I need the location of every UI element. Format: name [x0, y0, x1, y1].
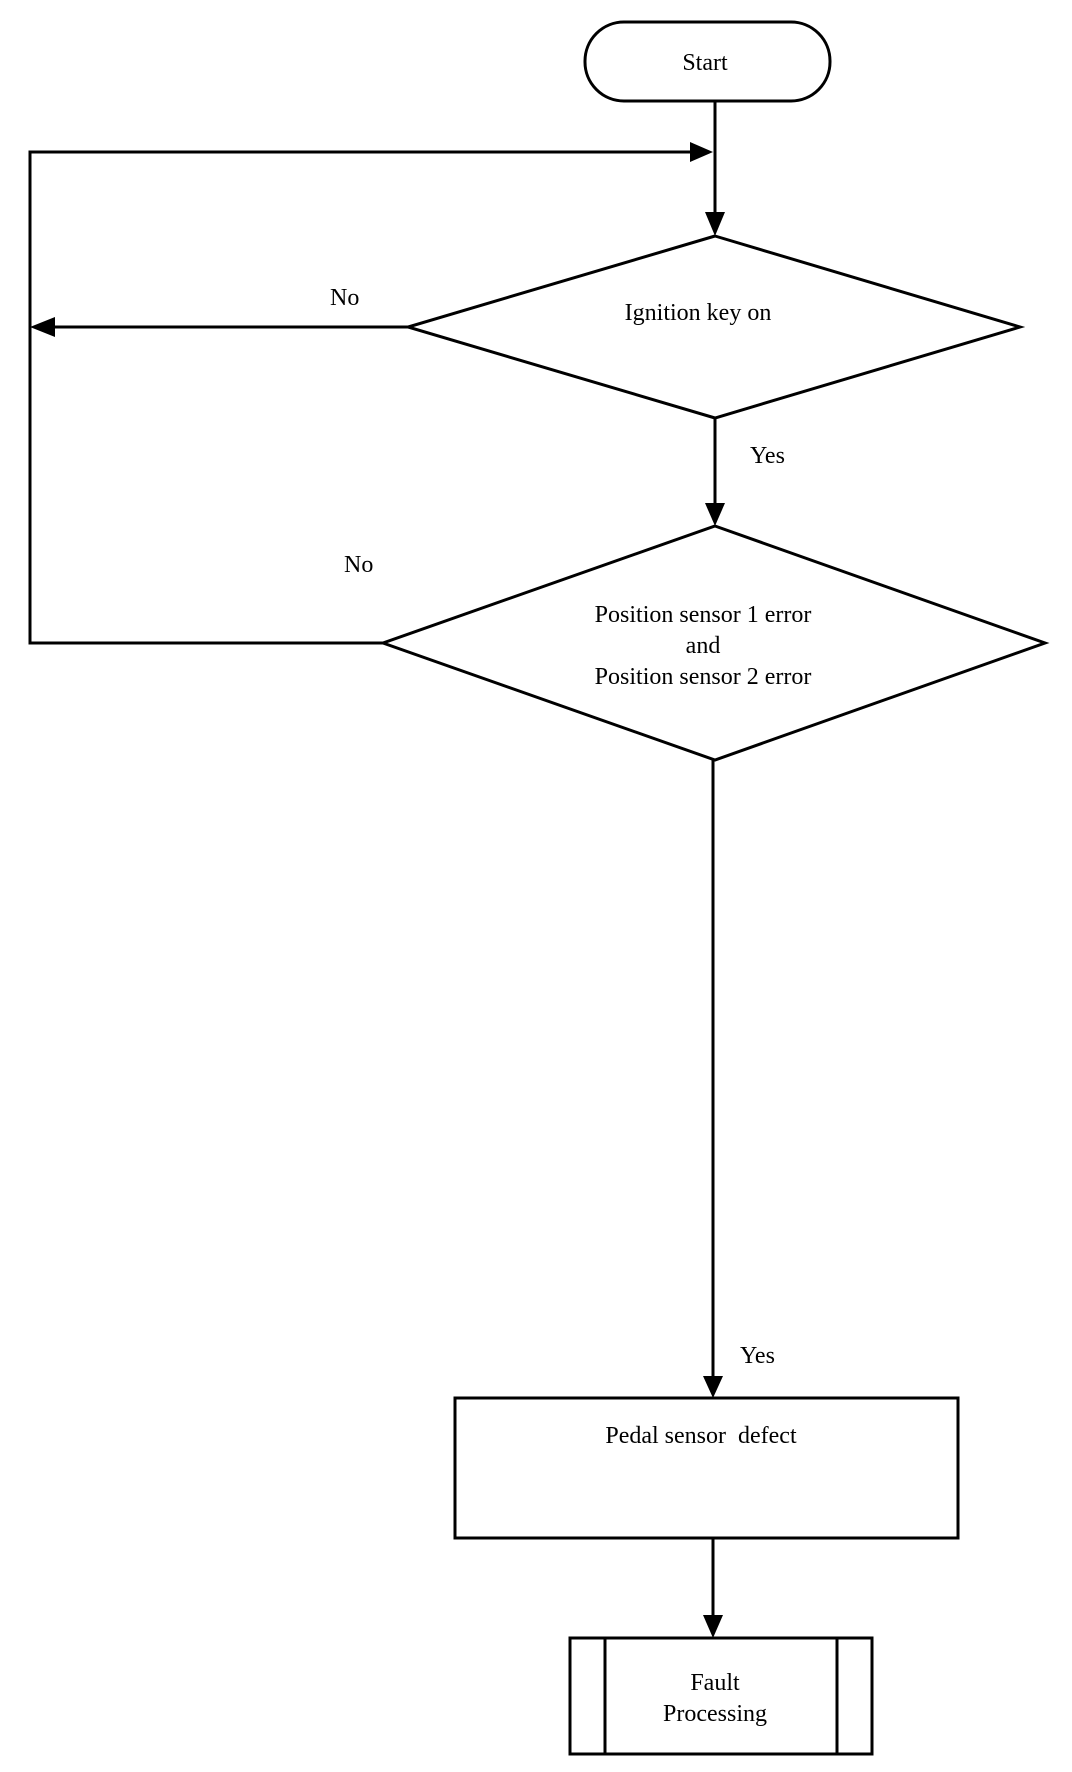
- ignition-label: Ignition key on: [625, 300, 772, 326]
- pedal-defect-node: Pedal sensor defect: [453, 1396, 960, 1540]
- sensor-check-decision: Position sensor 1 error and Position sen…: [378, 524, 1050, 762]
- arrowhead-loop-return: [690, 142, 713, 162]
- fault-label-line-1: Fault: [690, 1670, 740, 1696]
- ignition-no-label: No: [330, 285, 359, 311]
- sensor-no-label: No: [344, 552, 373, 578]
- sensor-check-line-1: Position sensor 1 error: [595, 602, 812, 628]
- arrowhead-into-ignition: [705, 212, 725, 236]
- pedal-defect-label: Pedal sensor defect: [605, 1423, 797, 1449]
- connector-sensor-no-loop: [28, 150, 695, 645]
- start-label: Start: [682, 50, 728, 76]
- ignition-yes-label: Yes: [750, 443, 785, 469]
- ignition-decision: Ignition key on: [402, 234, 1026, 420]
- start-node: Start: [583, 20, 832, 103]
- fault-processing-node: Fault Processing: [568, 1636, 874, 1756]
- sensor-check-line-3: Position sensor 2 error: [595, 664, 812, 690]
- arrowhead-into-sensor-check: [705, 503, 725, 526]
- arrowhead-into-pedal-defect: [703, 1376, 723, 1398]
- sensor-check-line-2: and: [686, 633, 721, 659]
- arrowhead-into-fault: [703, 1615, 723, 1638]
- sensor-yes-label: Yes: [740, 1343, 775, 1369]
- arrowhead-ignition-no: [30, 317, 55, 337]
- fault-label-line-2: Processing: [663, 1701, 767, 1727]
